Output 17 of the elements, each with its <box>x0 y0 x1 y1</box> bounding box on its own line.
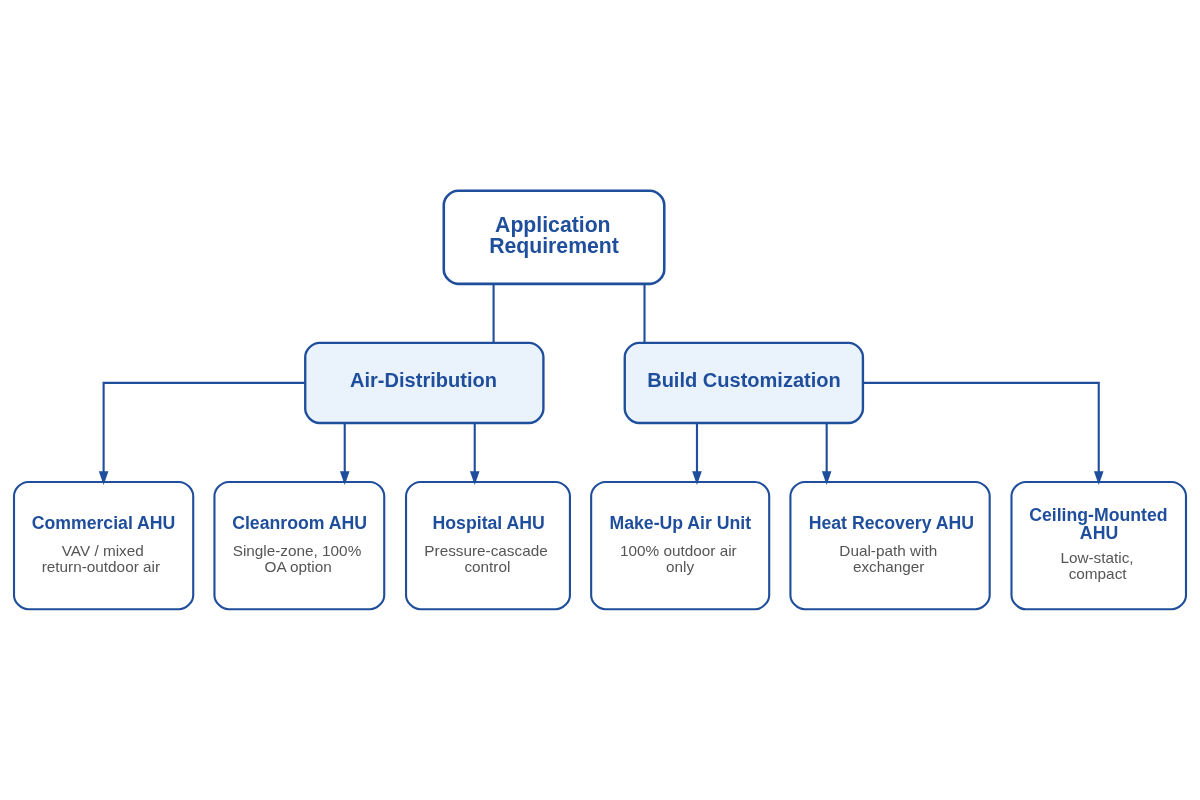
node-box: Hospital AHU Pressure-cascade control <box>405 480 571 611</box>
arrow <box>469 423 480 485</box>
node-box: Cleanroom AHU Single-zone, 100% OA option <box>213 480 386 611</box>
node-box: Air-Distribution <box>304 341 545 425</box>
connector <box>643 284 646 343</box>
arrow <box>863 381 1104 485</box>
arrow <box>339 423 350 485</box>
arrow <box>98 381 305 485</box>
arrow <box>692 423 702 485</box>
node-box: Heat Recovery AHU Dual-path with exchanger <box>789 480 991 611</box>
connector <box>492 284 495 343</box>
arrow <box>821 423 832 485</box>
node-box: Ceiling-Mounted AHU Low-static, compact <box>1010 480 1188 611</box>
node-box: Application Requirement <box>442 189 666 286</box>
node-box: Build Customization <box>623 341 865 425</box>
node-box: Make-Up Air Unit 100% outdoor air only <box>590 480 771 611</box>
node-box: Commercial AHU VAV / mixed return-outdoor air <box>12 480 195 611</box>
